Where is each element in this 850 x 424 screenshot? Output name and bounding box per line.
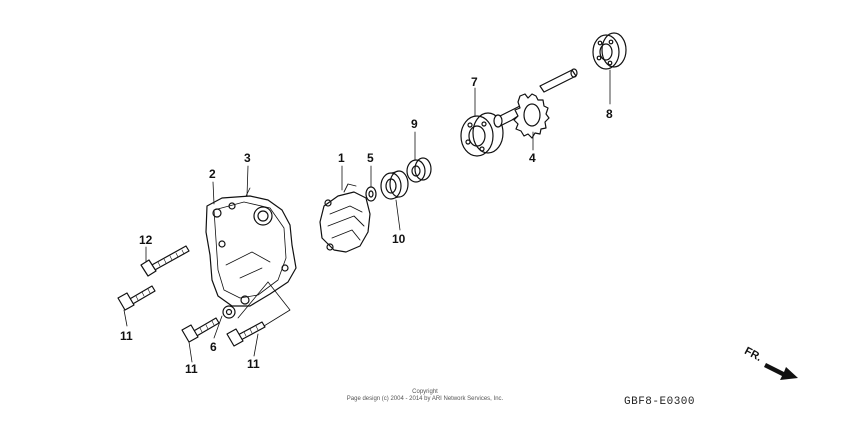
callout-5: 5 <box>367 151 374 165</box>
copyright-notice: Page design (c) 2004 - 2014 by ARI Netwo… <box>346 396 504 402</box>
callout-11-right: 11 <box>247 357 260 371</box>
callout-9: 9 <box>411 117 418 131</box>
callout-10: 10 <box>392 232 406 246</box>
small-washer-part[interactable] <box>222 305 236 319</box>
callout-11-middle: 11 <box>185 362 198 376</box>
bolt-right-part[interactable] <box>226 321 266 347</box>
front-direction-label: FR. <box>744 345 764 364</box>
callout-8: 8 <box>606 107 613 121</box>
bolt-left-part[interactable] <box>117 285 156 311</box>
upper-bearing-part[interactable] <box>592 32 627 70</box>
mechanical-seal-part[interactable] <box>406 157 432 183</box>
callout-7: 7 <box>471 75 478 89</box>
callout-2: 2 <box>209 167 216 181</box>
pump-shaft-gear-part[interactable] <box>493 68 578 139</box>
leader-lines <box>123 69 611 363</box>
callout-4: 4 <box>529 151 536 165</box>
callout-12: 12 <box>139 233 153 247</box>
callout-11-left: 11 <box>120 329 133 343</box>
impeller-part[interactable] <box>319 183 371 253</box>
callout-1: 1 <box>338 151 345 165</box>
oil-seal-part[interactable] <box>380 170 409 200</box>
bolt-middle-part[interactable] <box>181 317 220 343</box>
callout-3: 3 <box>244 151 251 165</box>
long-bolt-part[interactable] <box>140 245 190 277</box>
gasket-part[interactable] <box>245 187 251 197</box>
front-direction-arrow: FR. <box>744 345 798 380</box>
copyright-title: Copyright <box>412 389 438 395</box>
callout-6: 6 <box>210 340 217 354</box>
ball-bearing-part[interactable] <box>460 112 504 157</box>
diagram-code: GBF8-E0300 <box>624 396 696 408</box>
washer-part[interactable] <box>365 186 377 202</box>
pump-cover-part[interactable] <box>205 195 297 307</box>
